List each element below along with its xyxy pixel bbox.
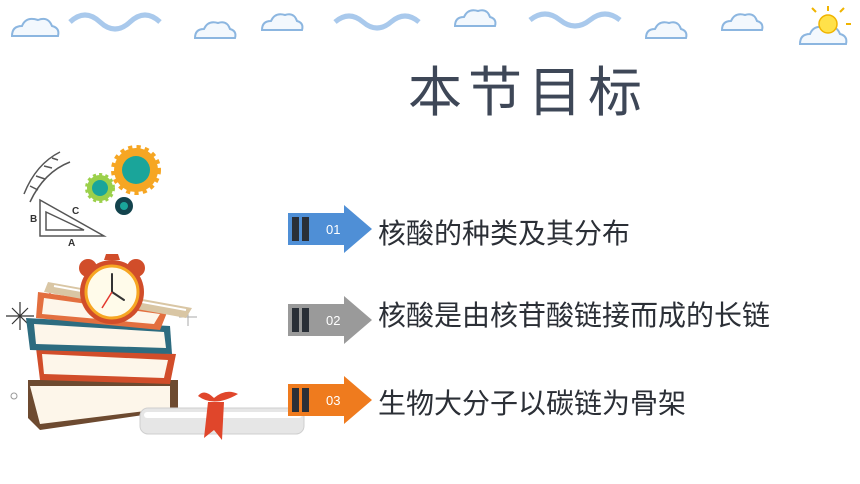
cloud-icon [644,21,688,39]
cloud-icon [260,13,304,31]
gear-icon [115,197,133,215]
page-title: 本节目标 [408,61,648,124]
cloud-icon [193,21,237,39]
arrow-badge-icon: 03 [288,376,372,424]
cloud-icon [10,17,60,37]
alarm-clock-icon [79,254,145,324]
cloud-icon [720,13,764,31]
squiggle-decoration [528,11,622,29]
triangle-ruler-icon [39,198,107,237]
gear-icon [111,145,161,195]
goal-text-3: 生物大分子以碳链为骨架 [378,387,687,420]
gear-icon [85,173,115,203]
closed-book-icon [139,391,305,440]
cloud-border-decoration [10,6,851,45]
arrow-badge-icon: 02 [288,296,372,344]
goal-number-1: 01 [326,222,340,237]
dot-decoration [10,392,18,400]
goal-text-1: 核酸的种类及其分布 [378,217,631,250]
cloud-icon [453,9,497,27]
triangle-label-c: C [72,206,79,217]
goal-number-2: 02 [326,313,340,328]
goal-number-3: 03 [326,393,340,408]
sparkle-icon [6,302,34,330]
triangle-label-a: A [68,238,75,249]
triangle-label-b: B [30,214,37,225]
books-clock-illustration: B C A [6,145,305,440]
squiggle-decoration [68,12,162,32]
goal-text-2: 核酸是由核苷酸链接而成的长链 [378,299,771,332]
dna-icon [23,151,71,203]
squiggle-decoration [333,13,421,31]
sun-icon [811,6,851,34]
arrow-badge-icon: 01 [288,205,372,253]
